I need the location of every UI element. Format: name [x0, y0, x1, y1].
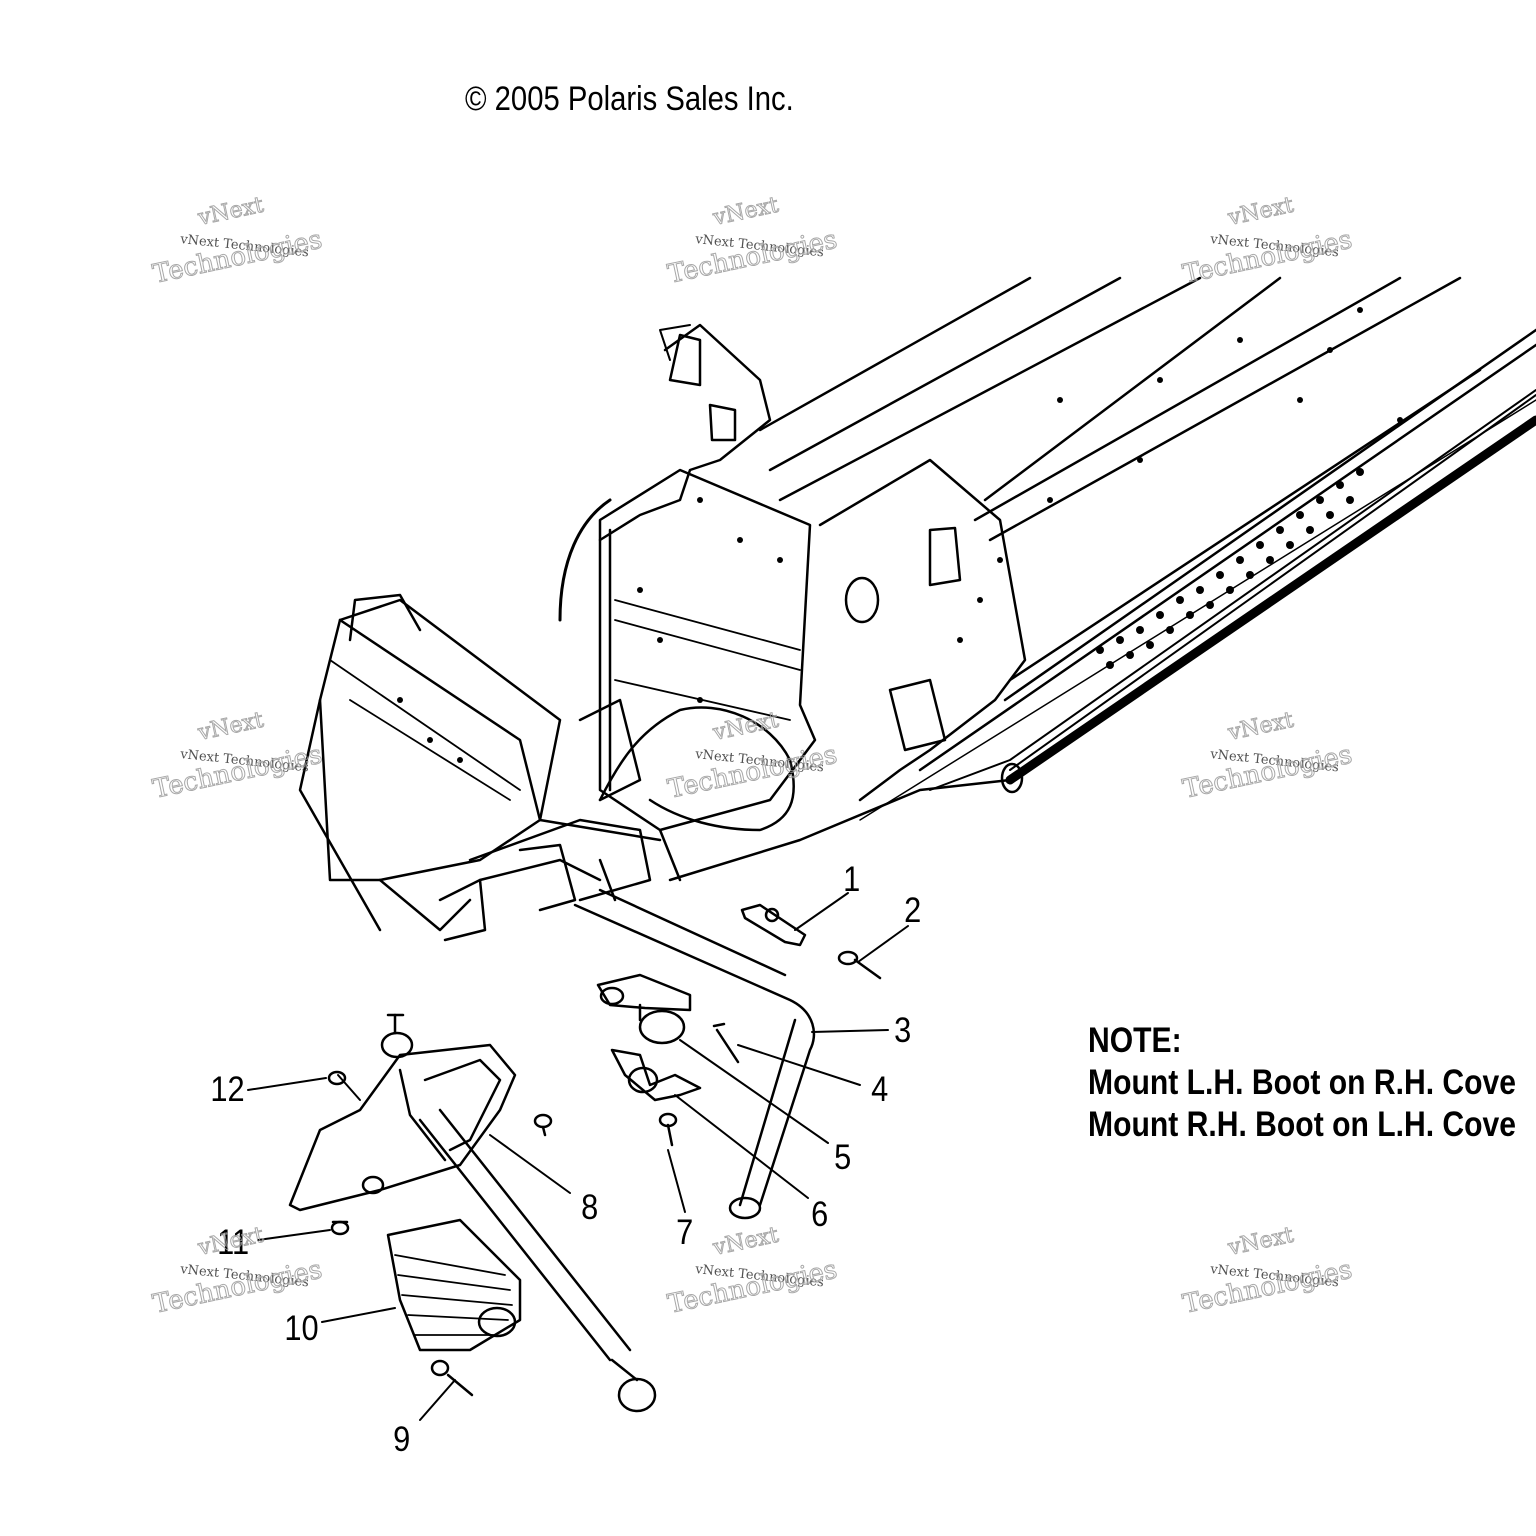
note-heading: NOTE: — [1088, 1021, 1182, 1060]
tunnel-chassis — [298, 276, 1536, 942]
part-11-bolt — [330, 1220, 350, 1236]
part-7-screw — [658, 1112, 678, 1147]
callout-11: 11 — [217, 1223, 250, 1262]
copyright-notice: © 2005 Polaris Sales Inc. — [465, 80, 794, 118]
part-12-washer — [327, 1070, 347, 1086]
installation-note: NOTE: Mount L.H. Boot on R.H. Cove Mount… — [1088, 1020, 1516, 1146]
part-6-clamp — [610, 1048, 702, 1102]
part-9-rivet — [430, 1359, 474, 1397]
part-8-post — [418, 1108, 657, 1413]
part-cover-assembly — [288, 1013, 517, 1212]
callout-9: 9 — [393, 1420, 411, 1459]
callout-8: 8 — [581, 1188, 599, 1227]
part-4-pin — [712, 1022, 740, 1064]
part-2-rivet — [837, 950, 882, 980]
callout-10: 10 — [284, 1309, 319, 1348]
leader-lines — [247, 892, 909, 1421]
callout-2: 2 — [904, 891, 922, 930]
part-3-tube — [573, 888, 816, 1220]
callout-7: 7 — [676, 1213, 694, 1252]
callout-12: 12 — [210, 1070, 245, 1109]
callout-5: 5 — [834, 1138, 852, 1177]
note-line-2: Mount R.H. Boot on L.H. Cove — [1088, 1105, 1517, 1144]
part-1-clip — [740, 903, 807, 947]
part-10-boot — [386, 1218, 522, 1352]
callout-1: 1 — [843, 860, 861, 899]
part-5-clamp — [596, 973, 692, 1045]
rivet-pattern — [397, 307, 1403, 763]
note-line-1: Mount L.H. Boot on R.H. Cove — [1088, 1063, 1517, 1102]
callout-4: 4 — [871, 1070, 889, 1109]
callout-3: 3 — [894, 1011, 912, 1050]
callout-6: 6 — [811, 1195, 829, 1234]
